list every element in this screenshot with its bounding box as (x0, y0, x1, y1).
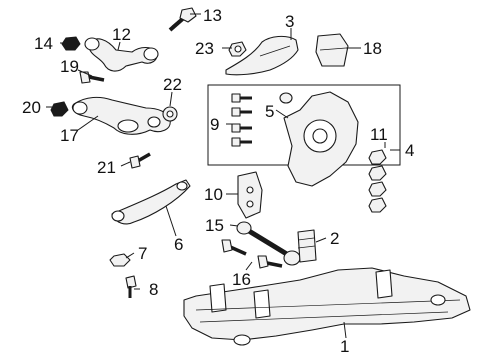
callout-17: 17 (60, 126, 79, 145)
callout-10: 10 (204, 185, 223, 204)
part-12-upper-arm (84, 37, 159, 72)
callout-4: 4 (405, 141, 414, 160)
callout-16: 16 (232, 270, 251, 289)
callout-9: 9 (210, 115, 219, 134)
callout-1: 1 (340, 337, 349, 356)
part-21-bolt (129, 152, 151, 169)
part-9-bolt-set (231, 93, 252, 147)
part-7-nut (109, 253, 131, 267)
callout-20: 20 (22, 98, 41, 117)
callout-21: 21 (97, 158, 116, 177)
part-13-bolt (168, 7, 197, 32)
callout-12: 12 (112, 25, 131, 44)
callout-19: 19 (60, 57, 79, 76)
part-23-nut (228, 41, 247, 57)
callout-11: 11 (370, 125, 388, 144)
callout-15: 15 (205, 216, 224, 235)
callouts: 13 3 23 18 14 12 19 22 20 17 9 5 11 4 21… (22, 6, 414, 356)
part-3-shield (225, 35, 299, 76)
part-18-bracket (315, 33, 349, 67)
callout-8: 8 (149, 280, 158, 299)
part-22-bushing (162, 106, 178, 122)
part-20-nut (50, 101, 69, 117)
part-15-toe-link (236, 221, 301, 266)
callout-2: 2 (330, 229, 339, 248)
part-17-lower-arm (71, 96, 171, 135)
callout-13: 13 (203, 6, 222, 25)
part-1-subframe (183, 267, 471, 346)
part-19-bolt (79, 71, 105, 84)
callout-22: 22 (163, 75, 182, 94)
part-10-bracket (237, 171, 263, 219)
part-5-knuckle (279, 91, 359, 187)
callout-7: 7 (138, 244, 147, 263)
callout-14: 14 (34, 34, 53, 53)
knuckle-group-frame (207, 84, 401, 166)
part-11-nut-set (368, 149, 387, 213)
part-14-nut (61, 36, 81, 51)
part-6-trailing-link (111, 179, 191, 225)
callout-5: 5 (265, 102, 274, 121)
callout-6: 6 (174, 235, 183, 254)
leader-lines (46, 13, 400, 339)
callout-3: 3 (285, 12, 294, 31)
callout-18: 18 (363, 39, 382, 58)
part-2-bump-stop (297, 229, 317, 263)
callout-23: 23 (195, 39, 214, 58)
part-16-bolts (221, 239, 283, 269)
part-8-bolt (125, 275, 137, 298)
